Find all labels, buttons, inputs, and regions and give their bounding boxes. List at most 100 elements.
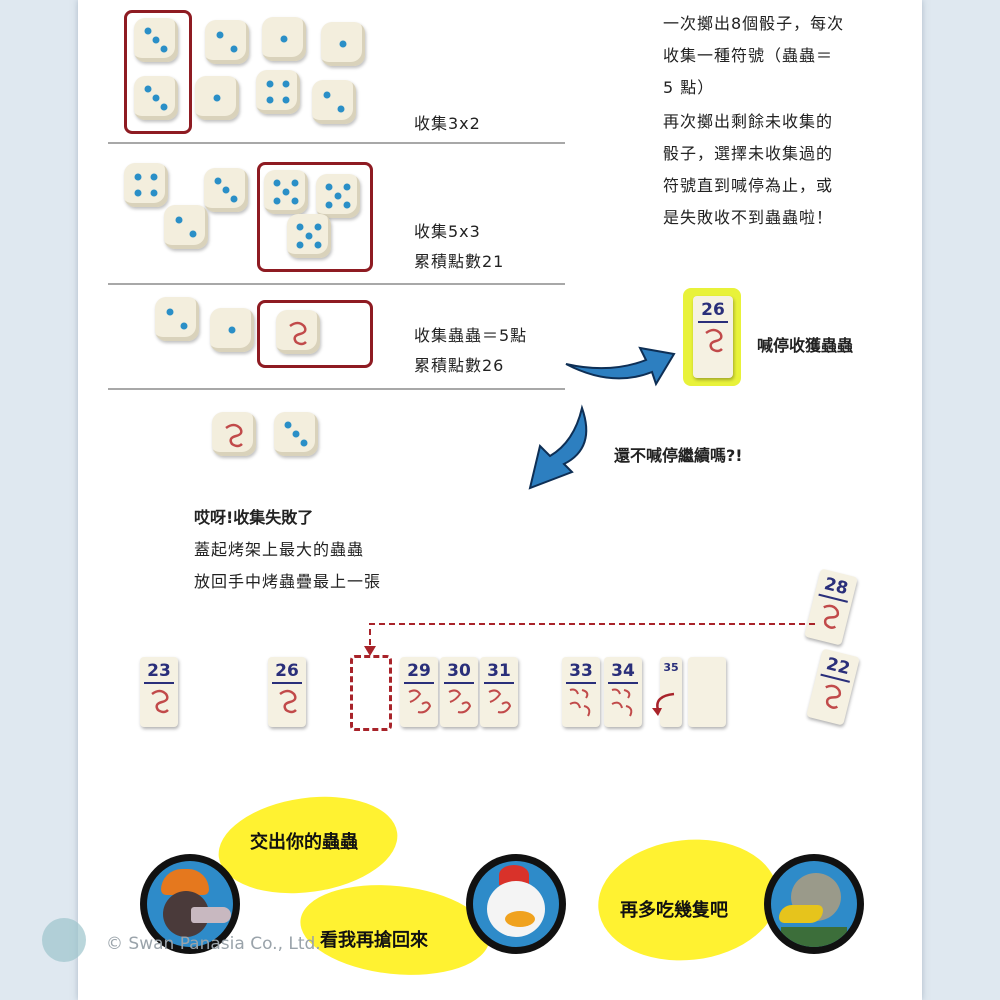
die-worm: [276, 310, 320, 354]
hand-tile: 28: [804, 568, 858, 646]
die-2: [205, 20, 249, 64]
divider: [108, 388, 565, 390]
step1-label: 收集3x2: [414, 114, 481, 133]
page: [78, 0, 922, 1000]
worm-icon: [705, 328, 723, 353]
tile-number: 31: [487, 661, 511, 681]
bubble-text: 再多吃幾隻吧: [620, 900, 728, 921]
body-icon: [781, 927, 847, 947]
avatar-background: [147, 861, 233, 947]
tile-number: 30: [447, 661, 471, 681]
die-1: [262, 17, 306, 61]
return-arrow-icon: [364, 623, 815, 656]
tile-number: 35: [663, 661, 679, 674]
empty-slot: [350, 655, 392, 731]
chicken-head-icon: [487, 881, 545, 937]
tile-bar: [444, 682, 474, 684]
avatar-vulture: [764, 854, 864, 954]
avatar-chicken: [466, 854, 566, 954]
bubble-text: 看我再搶回來: [320, 930, 428, 951]
tile-number: 26: [275, 661, 299, 681]
die-3: [204, 168, 248, 212]
die-2: [164, 205, 208, 249]
step3-total: 累積點數26: [414, 356, 505, 375]
divider: [108, 142, 565, 144]
tile-bar: [144, 682, 174, 684]
avatar-background: [771, 861, 857, 947]
selection-box: [124, 10, 192, 134]
intro-line: 符號直到喊停為止，或: [663, 176, 834, 195]
divider: [108, 283, 565, 285]
die-1: [195, 76, 239, 120]
hand-tile: 22: [806, 648, 860, 726]
beak-icon: [779, 905, 823, 923]
selection-box: [257, 162, 373, 272]
grill-tile: 31: [480, 657, 518, 727]
worm-icon: [611, 688, 633, 717]
grill-tile: 26: [268, 657, 306, 727]
worm-icon: [488, 689, 512, 714]
tile-number: 23: [147, 661, 171, 681]
grill-tile-facedown: [688, 657, 726, 727]
die-2: [312, 80, 356, 124]
grill-tile: 23: [140, 657, 178, 727]
die-2: [155, 297, 199, 341]
tile-bar: [484, 682, 514, 684]
worm-icon: [825, 684, 842, 709]
stop-tile: 26: [693, 296, 733, 378]
tile-bar: [698, 321, 728, 323]
grill-tile: 30: [440, 657, 478, 727]
worm-icon: [448, 689, 472, 714]
tile-bar: [608, 682, 638, 684]
tile-number: 33: [569, 661, 593, 681]
die-3: [134, 18, 178, 62]
selection-box: [257, 300, 373, 368]
step2-label: 收集5x3: [414, 222, 481, 241]
die-4: [256, 70, 300, 114]
intro-line: 5 點）: [663, 78, 715, 97]
intro-line: 是失敗收不到蟲蟲啦！: [663, 208, 834, 227]
worm-icon: [408, 689, 432, 714]
worm-icon: [279, 689, 297, 714]
grill-tile: 29: [400, 657, 438, 727]
fail-line: 蓋起烤架上最大的蟲蟲: [194, 540, 365, 559]
stop-label: 喊停收獲蟲蟲: [757, 336, 854, 355]
bubble-text: 交出你的蟲蟲: [250, 832, 358, 853]
swan-logo-icon: [42, 918, 86, 962]
copyright-text: © Swan Panasia Co., Ltd.: [106, 934, 321, 954]
grill-tile-flipping: 35: [660, 657, 682, 727]
die-5: [316, 174, 360, 218]
grill-tile: 34: [604, 657, 642, 727]
worm-icon: [823, 604, 840, 629]
tile-bar: [272, 682, 302, 684]
beak-icon: [191, 907, 231, 923]
die-4: [124, 163, 168, 207]
die-1: [321, 22, 365, 66]
step3-label: 收集蟲蟲＝5點: [414, 326, 528, 345]
die-5: [264, 170, 308, 214]
die-3: [274, 412, 318, 456]
die-worm: [212, 412, 256, 456]
intro-line: 再次擲出剩餘未收集的: [663, 112, 834, 131]
tile-number: 34: [611, 661, 635, 681]
comb-icon: [499, 865, 529, 885]
grill-tile: 33: [562, 657, 600, 727]
intro-line: 骰子，選擇未收集過的: [663, 144, 834, 163]
arrow-down-icon: [528, 404, 588, 490]
step2-total: 累積點數21: [414, 252, 505, 271]
fail-title: 哎呀!收集失敗了: [194, 508, 314, 527]
intro-line: 一次擲出8個骰子，每次: [663, 14, 845, 33]
tile-number: 29: [407, 661, 431, 681]
die-5: [287, 214, 331, 258]
intro-line: 收集一種符號（蟲蟲＝: [663, 46, 834, 65]
tile-bar: [566, 682, 596, 684]
arrow-right-icon: [565, 346, 676, 387]
tile-bar: [404, 682, 434, 684]
beak-icon: [505, 911, 535, 927]
continue-label: 還不喊停繼續嗎?!: [614, 446, 743, 465]
die-3: [134, 76, 178, 120]
avatar-crow: [140, 854, 240, 954]
worm-icon: [151, 689, 169, 714]
tile-number: 26: [701, 300, 725, 320]
worm-icon: [569, 688, 591, 717]
